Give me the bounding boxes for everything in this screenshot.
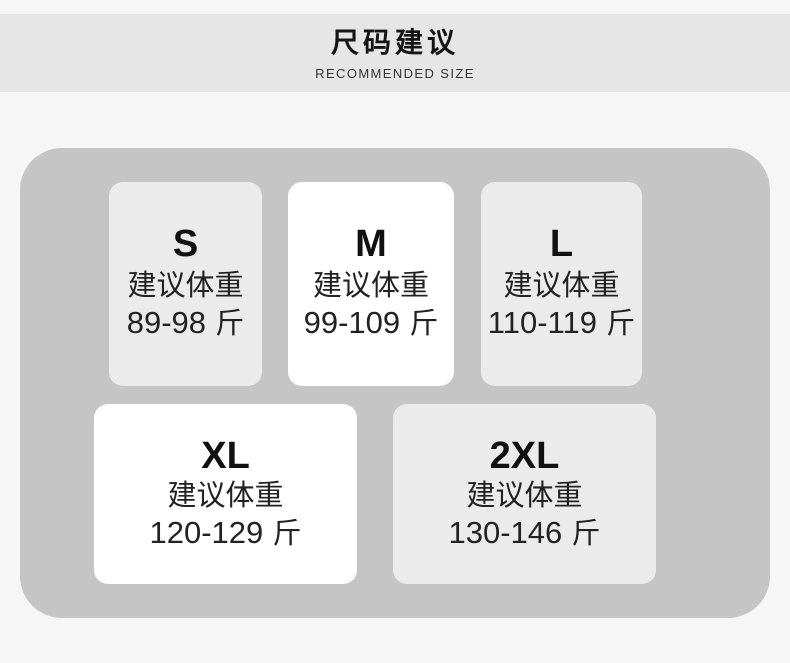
page-subtitle: RECOMMENDED SIZE — [315, 66, 475, 81]
weight-value: 110-119 — [487, 305, 597, 340]
weight-caption: 建议体重 — [312, 268, 429, 302]
weight-value: 89-98 — [126, 305, 207, 340]
weight-caption: 建议体重 — [503, 268, 620, 302]
weight-value: 120-129 — [149, 515, 264, 550]
weight-unit: 斤 — [571, 516, 601, 550]
weight-caption: 建议体重 — [127, 268, 244, 302]
weight-value: 130-146 — [448, 515, 563, 550]
weight-range: 120-129 斤 — [94, 515, 357, 551]
size-label: L — [549, 223, 574, 265]
weight-range: 99-109 斤 — [288, 305, 454, 341]
weight-value: 99-109 — [303, 305, 401, 340]
weight-caption: 建议体重 — [466, 478, 583, 512]
size-label: XL — [201, 435, 250, 477]
weight-unit: 斤 — [606, 306, 636, 340]
size-card-s: S 建议体重 89-98 斤 — [109, 182, 262, 386]
size-card-xl: XL 建议体重 120-129 斤 — [94, 404, 357, 584]
size-label: S — [172, 223, 199, 265]
size-label: 2XL — [489, 435, 560, 477]
size-card-2xl: 2XL 建议体重 130-146 斤 — [393, 404, 656, 584]
header-banner: 尺码建议 RECOMMENDED SIZE — [0, 14, 790, 92]
weight-unit: 斤 — [215, 306, 245, 340]
weight-range: 110-119 斤 — [481, 305, 642, 341]
size-label: M — [355, 223, 387, 265]
weight-caption: 建议体重 — [167, 478, 284, 512]
page-title: 尺码建议 — [330, 26, 459, 59]
weight-range: 89-98 斤 — [109, 305, 262, 341]
weight-unit: 斤 — [409, 306, 439, 340]
size-card-m: M 建议体重 99-109 斤 — [288, 182, 454, 386]
weight-range: 130-146 斤 — [393, 515, 656, 551]
weight-unit: 斤 — [272, 516, 302, 550]
size-card-l: L 建议体重 110-119 斤 — [481, 182, 642, 386]
